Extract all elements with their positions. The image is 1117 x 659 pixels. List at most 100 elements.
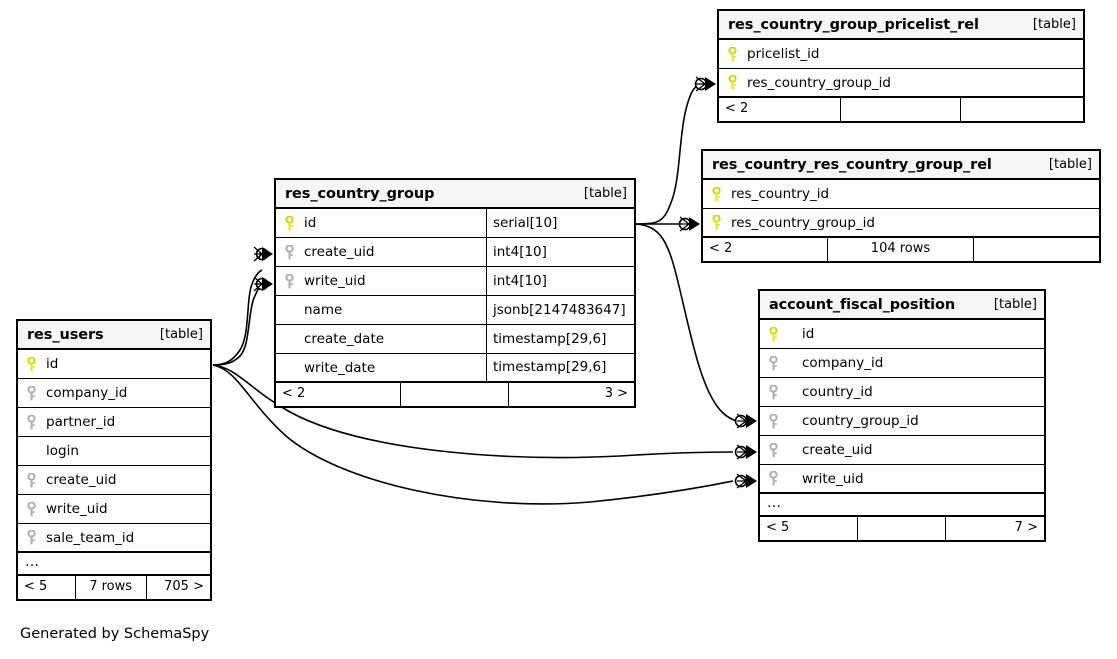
column-name: id xyxy=(46,356,59,372)
table-footer: < 2 104 rows xyxy=(703,238,1099,261)
column-name: login xyxy=(46,443,79,459)
primary-key-icon xyxy=(703,215,729,230)
column-name: create_uid xyxy=(304,244,375,260)
primary-key-icon xyxy=(719,75,745,90)
column-name: id xyxy=(304,215,317,231)
footer-children-count: 705 > xyxy=(164,579,204,594)
table-row[interactable]: create_date timestamp[29,6] xyxy=(276,324,634,354)
table-footer: < 5 7 rows 705 > xyxy=(18,576,210,599)
table-type-tag: [table] xyxy=(583,186,627,201)
column-type: timestamp[29,6] xyxy=(486,353,634,382)
table-row[interactable]: write_uid xyxy=(18,495,210,524)
table-row[interactable]: company_id xyxy=(18,379,210,408)
table-row[interactable]: id serial[10] xyxy=(276,208,634,238)
table-res-users[interactable]: res_users [table] id company_id partner_… xyxy=(16,319,212,601)
footer-row-count xyxy=(401,383,509,406)
foreign-key-icon xyxy=(760,442,786,458)
column-name: company_id xyxy=(802,355,884,371)
table-row[interactable]: write_uid xyxy=(760,465,1044,494)
column-name: write_uid xyxy=(802,470,864,487)
footer-parents-count: < 5 xyxy=(18,576,76,599)
column-type: serial[10] xyxy=(486,208,634,238)
table-row[interactable]: sale_team_id xyxy=(18,524,210,553)
column-name: country_id xyxy=(802,384,873,400)
foreign-key-icon xyxy=(18,472,44,488)
table-header: res_country_group [table] xyxy=(276,180,634,209)
primary-key-icon xyxy=(719,46,745,62)
foreign-key-icon xyxy=(760,355,786,371)
table-footer: < 2 3 > xyxy=(276,383,634,406)
table-header: res_users [table] xyxy=(18,321,210,350)
table-row[interactable]: write_date timestamp[29,6] xyxy=(276,353,634,383)
table-footer: < 5 7 > xyxy=(760,517,1044,540)
table-row[interactable]: res_country_group_id xyxy=(719,69,1083,98)
primary-key-icon xyxy=(276,215,302,231)
table-header: account_fiscal_position [table] xyxy=(760,291,1044,320)
table-header: res_country_res_country_group_rel [table… xyxy=(703,151,1099,180)
table-row[interactable]: res_country_group_id xyxy=(703,209,1099,238)
table-row[interactable]: partner_id xyxy=(18,408,210,437)
column-name: name xyxy=(304,302,343,318)
column-name: res_country_group_id xyxy=(731,214,875,231)
footer-parents-count: < 2 xyxy=(703,238,828,261)
table-res-country-res-country-group-rel[interactable]: res_country_res_country_group_rel [table… xyxy=(701,149,1101,263)
more-columns-indicator: … xyxy=(18,553,210,576)
column-type: jsonb[2147483647] xyxy=(486,295,634,325)
footer-children-count: 7 > xyxy=(1014,520,1038,535)
table-row[interactable]: pricelist_id xyxy=(719,40,1083,69)
column-type: timestamp[29,6] xyxy=(486,324,634,354)
column-name: sale_team_id xyxy=(46,529,135,546)
table-res-country-group[interactable]: res_country_group [table] id serial[10] … xyxy=(274,178,636,408)
primary-key-icon xyxy=(703,186,729,202)
table-title: account_fiscal_position xyxy=(769,296,956,313)
generated-by-credit: Generated by SchemaSpy xyxy=(20,626,210,642)
table-row[interactable]: name jsonb[2147483647] xyxy=(276,295,634,325)
footer-parents-count: < 2 xyxy=(276,383,402,406)
table-title: res_country_group_pricelist_rel xyxy=(728,16,979,33)
table-row[interactable]: company_id xyxy=(760,349,1044,378)
foreign-key-icon xyxy=(760,384,786,400)
table-account-fiscal-position[interactable]: account_fiscal_position [table] id compa… xyxy=(758,289,1046,542)
column-name: create_date xyxy=(304,331,385,347)
column-name: partner_id xyxy=(46,414,116,430)
foreign-key-icon xyxy=(276,273,302,289)
table-row[interactable]: res_country_id xyxy=(703,180,1099,209)
column-type: int4[10] xyxy=(486,266,634,296)
column-name: create_uid xyxy=(802,442,873,458)
footer-row-count: 104 rows xyxy=(828,238,975,261)
table-row[interactable]: create_uid xyxy=(760,436,1044,465)
column-name: res_country_group_id xyxy=(747,74,891,91)
table-row[interactable]: create_uid int4[10] xyxy=(276,237,634,267)
column-name: write_uid xyxy=(46,501,108,517)
table-res-country-group-pricelist-rel[interactable]: res_country_group_pricelist_rel [table] … xyxy=(717,9,1085,123)
foreign-key-icon xyxy=(18,530,44,545)
foreign-key-icon xyxy=(18,501,44,517)
table-row[interactable]: login xyxy=(18,437,210,466)
table-type-tag: [table] xyxy=(1048,157,1092,172)
column-name: id xyxy=(802,326,815,342)
table-header: res_country_group_pricelist_rel [table] xyxy=(719,11,1083,40)
primary-key-icon xyxy=(760,326,786,342)
table-title: res_users xyxy=(27,326,104,343)
column-name: write_uid xyxy=(304,273,366,289)
column-name: company_id xyxy=(46,385,128,401)
footer-children-count xyxy=(961,98,1083,121)
foreign-key-icon xyxy=(760,413,786,429)
table-type-tag: [table] xyxy=(159,327,203,342)
table-row[interactable]: country_id xyxy=(760,378,1044,407)
column-name: create_uid xyxy=(46,472,117,488)
table-row[interactable]: write_uid int4[10] xyxy=(276,266,634,296)
table-row[interactable]: id xyxy=(760,320,1044,349)
foreign-key-icon xyxy=(18,414,44,430)
column-name: write_date xyxy=(304,359,376,376)
foreign-key-icon xyxy=(18,385,44,401)
foreign-key-icon xyxy=(760,471,786,486)
table-row[interactable]: country_group_id xyxy=(760,407,1044,436)
table-footer: < 2 xyxy=(719,98,1083,121)
table-row[interactable]: create_uid xyxy=(18,466,210,495)
footer-parents-count: < 5 xyxy=(760,517,858,540)
table-row[interactable]: id xyxy=(18,350,210,379)
footer-children-count xyxy=(974,238,1099,261)
primary-key-icon xyxy=(18,356,44,372)
foreign-key-icon xyxy=(276,244,302,260)
